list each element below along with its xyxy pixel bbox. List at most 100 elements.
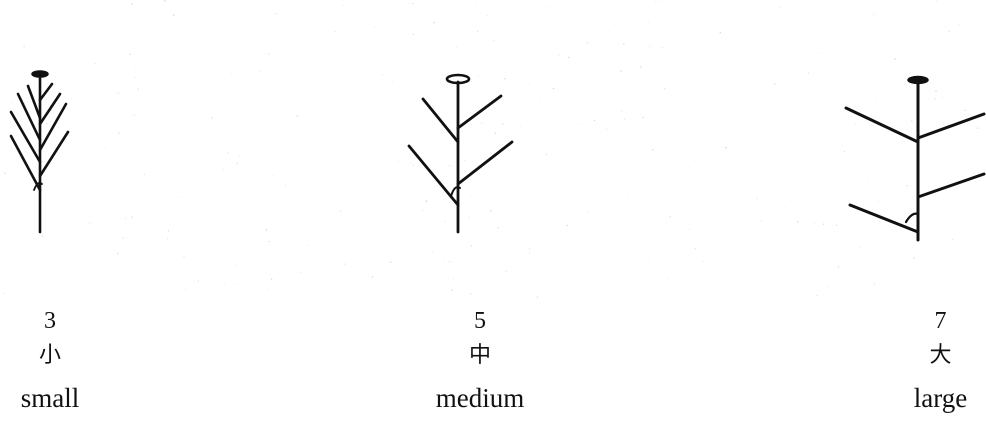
speckle-dot — [289, 37, 290, 38]
speckle-dot — [722, 48, 723, 49]
speckle-dot — [323, 153, 324, 154]
speckle-dot — [662, 47, 663, 48]
speckle-dot — [133, 114, 134, 115]
speckle-dot — [615, 25, 616, 26]
speckle-dot — [791, 123, 792, 124]
speckle-dot — [695, 248, 697, 250]
speckle-dot — [700, 202, 701, 203]
speckle-dot — [235, 265, 236, 266]
speckle-dot — [166, 11, 167, 12]
speckle-dot — [613, 76, 614, 77]
speckle-dot — [326, 8, 327, 9]
speckle-dot — [260, 70, 261, 71]
speckle-dot — [346, 105, 347, 106]
speckle-dot — [714, 96, 715, 97]
speckle-dot — [816, 295, 817, 296]
speckle-dot — [153, 179, 154, 180]
speckle-dot — [587, 212, 588, 213]
tree-diagram-medium — [400, 0, 530, 300]
cjk-label: 大 — [895, 336, 986, 376]
speckle-dot — [227, 152, 229, 154]
speckle-dot — [130, 54, 131, 55]
speckle-dot — [784, 207, 785, 208]
speckle-dot — [168, 230, 169, 231]
speckle-dot — [382, 74, 383, 75]
number-label: 3 — [0, 306, 100, 336]
speckle-dot — [623, 43, 625, 45]
speckle-dot — [779, 41, 780, 42]
speckle-dot — [224, 283, 225, 284]
speckle-dot — [601, 115, 602, 116]
speckle-dot — [819, 180, 820, 181]
speckle-dot — [268, 53, 269, 54]
speckle-dot — [640, 66, 642, 68]
speckle-dot — [290, 299, 291, 300]
speckle-dot — [651, 260, 652, 261]
speckle-dot — [272, 175, 273, 176]
speckle-dot — [624, 118, 625, 119]
speckle-dot — [803, 184, 804, 185]
speckle-dot — [125, 218, 126, 219]
speckle-dot — [220, 105, 221, 106]
speckle-dot — [587, 42, 588, 43]
speckle-dot — [271, 278, 272, 279]
speckle-dot — [823, 224, 824, 225]
speckle-dot — [645, 2, 646, 3]
word-label: large — [895, 376, 986, 420]
speckle-dot — [568, 57, 569, 58]
speckle-dot — [297, 115, 299, 117]
speckle-dot — [344, 263, 345, 264]
speckle-dot — [118, 93, 119, 94]
speckle-dot — [266, 229, 267, 230]
speckle-dot — [275, 13, 276, 14]
speckle-dot — [138, 88, 139, 89]
speckle-dot — [146, 50, 147, 51]
speckle-dot — [197, 158, 198, 159]
speckle-dot — [231, 73, 232, 74]
speckle-dot — [134, 67, 135, 68]
speckle-dot — [611, 29, 612, 30]
speckle-dot — [725, 147, 727, 149]
speckle-dot — [838, 266, 839, 267]
speckle-dot — [757, 198, 758, 199]
speckle-dot — [567, 225, 569, 227]
word-label: small — [0, 376, 100, 420]
speckle-dot — [243, 226, 244, 227]
speckle-dot — [335, 31, 336, 32]
speckle-dot — [648, 22, 649, 23]
speckle-dot — [818, 53, 819, 54]
speckle-dot — [135, 77, 136, 78]
speckle-dot — [268, 288, 269, 289]
speckle-dot — [173, 14, 175, 16]
speckle-dot — [655, 0, 656, 1]
speckle-dot — [610, 42, 611, 43]
speckle-dot — [720, 32, 721, 33]
speckle-dot — [814, 222, 815, 223]
speckle-dot — [237, 284, 238, 285]
number-label: 7 — [895, 306, 986, 336]
speckle-dot — [828, 286, 829, 287]
speckle-dot — [116, 57, 117, 58]
speckle-dot — [185, 289, 186, 290]
speckle-dot — [101, 135, 102, 136]
label-group-large: 7 大 large — [895, 306, 986, 420]
speckle-dot — [392, 81, 393, 82]
speckle-dot — [118, 133, 120, 135]
speckle-dot — [263, 287, 264, 288]
speckle-dot — [131, 3, 132, 4]
speckle-dot — [761, 220, 762, 221]
speckle-dot — [398, 161, 399, 162]
speckle-dot — [123, 237, 125, 239]
speckle-dot — [111, 98, 112, 99]
speckle-dot — [634, 281, 635, 282]
figure-large — [840, 0, 986, 300]
speckle-dot — [167, 238, 168, 239]
speckle-dot — [664, 88, 665, 89]
speckle-dot — [211, 117, 212, 118]
speckle-dot — [392, 85, 393, 86]
speckle-dot — [105, 148, 106, 149]
speckle-dot — [269, 241, 270, 242]
label-group-medium: 5 中 medium — [415, 306, 545, 420]
speckle-dot — [649, 46, 650, 47]
speckle-dot — [577, 132, 578, 133]
